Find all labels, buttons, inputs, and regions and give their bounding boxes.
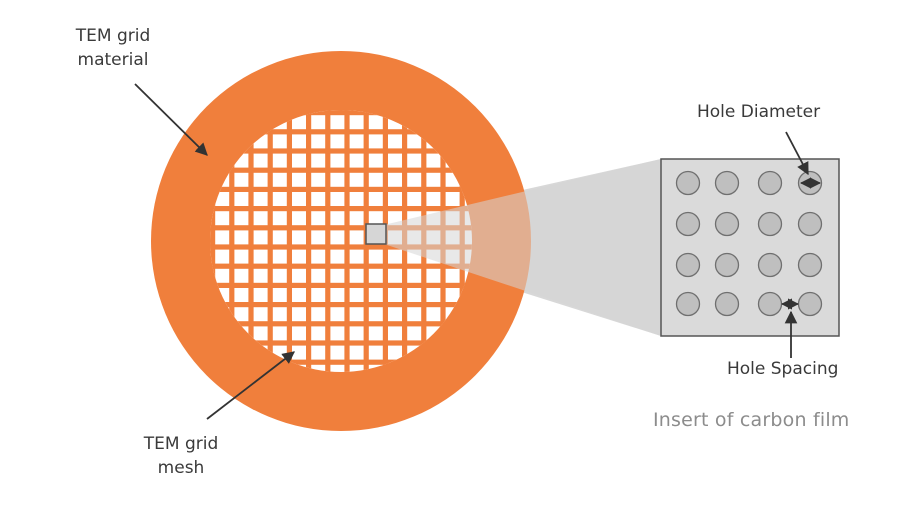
- label-tem-grid-material: TEM grid material: [58, 24, 168, 72]
- mesh-bar-horizontal: [210, 282, 472, 288]
- carbon-film-hole: [714, 211, 740, 237]
- mesh-bar-vertical: [325, 110, 331, 372]
- carbon-film-hole: [675, 170, 701, 196]
- mesh-bar-horizontal: [210, 263, 472, 269]
- label-tem-grid-material-line2: material: [77, 50, 149, 70]
- zoom-cone-overlay: [375, 159, 661, 336]
- arrow-grid-mesh: [206, 351, 295, 420]
- carbon-film-hole: [797, 252, 823, 278]
- mesh-bar-vertical: [306, 110, 312, 372]
- carbon-film-hole: [675, 291, 701, 317]
- mesh-bar-horizontal: [210, 167, 472, 173]
- carbon-film-holes: [675, 170, 823, 317]
- mesh-bar-vertical: [229, 110, 235, 372]
- label-tem-grid-mesh-line1: TEM grid: [143, 434, 219, 454]
- mesh-bar-horizontal: [210, 110, 472, 116]
- mesh-bar-horizontal: [210, 186, 472, 192]
- carbon-film-hole: [757, 170, 783, 196]
- mesh-bar-horizontal: [210, 340, 472, 346]
- carbon-film-hole: [714, 170, 740, 196]
- label-tem-grid-material-line1: TEM grid: [75, 26, 151, 46]
- carbon-film-hole: [714, 252, 740, 278]
- carbon-film-hole: [757, 252, 783, 278]
- mesh-bar-horizontal: [210, 206, 472, 212]
- arrow-hole-diameter: [785, 131, 809, 176]
- label-hole-spacing: Hole Spacing: [727, 359, 839, 379]
- mesh-bar-vertical: [267, 110, 273, 372]
- mesh-bar-horizontal: [210, 359, 472, 365]
- zoom-source-box: [365, 223, 387, 245]
- label-hole-diameter: Hole Diameter: [697, 102, 821, 122]
- carbon-film-hole: [675, 211, 701, 237]
- mesh-bar-vertical: [286, 110, 292, 372]
- mesh-bar-horizontal: [210, 225, 472, 231]
- mesh-bar-horizontal: [210, 129, 472, 135]
- mesh-bar-vertical: [248, 110, 254, 372]
- carbon-film-hole: [757, 291, 783, 317]
- mesh-bar-horizontal: [210, 244, 472, 250]
- label-tem-grid-mesh: TEM grid mesh: [126, 432, 236, 480]
- grid-mesh: [210, 110, 472, 372]
- mesh-bar-horizontal: [210, 321, 472, 327]
- label-tem-grid-mesh-line2: mesh: [157, 458, 205, 478]
- mesh-bar-vertical: [344, 110, 350, 372]
- carbon-film-hole: [797, 291, 823, 317]
- mesh-bar-vertical: [210, 110, 216, 372]
- carbon-film-hole: [797, 211, 823, 237]
- mesh-bar-horizontal: [210, 302, 472, 308]
- carbon-film-hole: [714, 291, 740, 317]
- carbon-film-hole: [675, 252, 701, 278]
- mesh-bar-horizontal: [210, 148, 472, 154]
- arrow-grid-material: [134, 83, 208, 156]
- carbon-film-hole: [757, 211, 783, 237]
- caption-insert-carbon-film: Insert of carbon film: [653, 409, 850, 431]
